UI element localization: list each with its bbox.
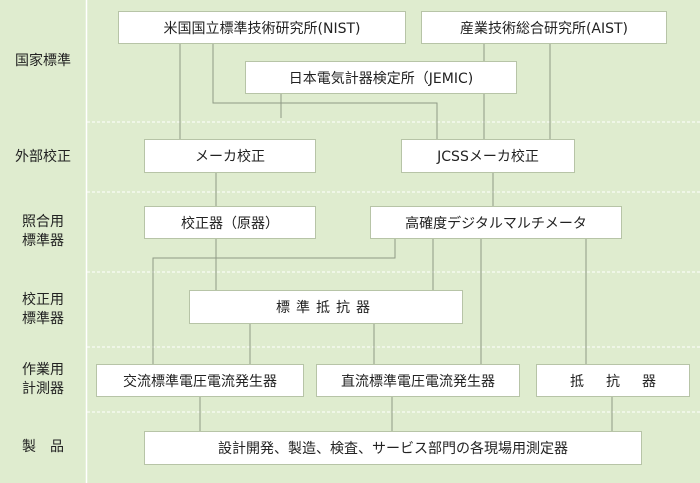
connectors: [152, 44, 613, 431]
row-label-reference-standard: 照合用 標準器: [22, 214, 64, 249]
row-label-products: 製 品: [22, 439, 64, 455]
connector-nist-jcss: [212, 44, 438, 139]
box-aist: 産業技術総合研究所(AIST): [421, 11, 667, 44]
box-calibrator: 校正器（原器）: [144, 206, 316, 239]
row-label-national-standard: 国家標準: [15, 52, 71, 69]
box-ac-standard-source: 交流標準電圧電流発生器: [96, 364, 304, 397]
box-jcss-calibration: JCSSメーカ校正: [401, 139, 575, 173]
row-label-calibration-standard: 校正用 標準器: [22, 291, 64, 327]
box-nist: 米国国立標準技術研究所(NIST): [118, 11, 406, 44]
connector-dmm-ac: [152, 239, 396, 364]
row-dividers: [87, 121, 700, 413]
box-products: 設計開発、製造、検査、サービス部門の各現場用測定器: [144, 431, 642, 465]
box-jemic: 日本電気計器検定所（JEMIC): [245, 61, 517, 94]
box-dc-standard-source: 直流標準電圧電流発生器: [316, 364, 520, 397]
row-label-working-instrument: 作業用 計測器: [22, 361, 64, 397]
box-high-accuracy-dmm: 高確度デジタルマルチメータ: [370, 206, 622, 239]
box-maker-calibration: メーカ校正: [144, 139, 316, 173]
box-resistor: 抵抗器: [536, 364, 690, 397]
box-standard-resistor: 標準抵抗器: [189, 290, 463, 324]
row-label-external-calibration: 外部校正: [15, 148, 71, 165]
